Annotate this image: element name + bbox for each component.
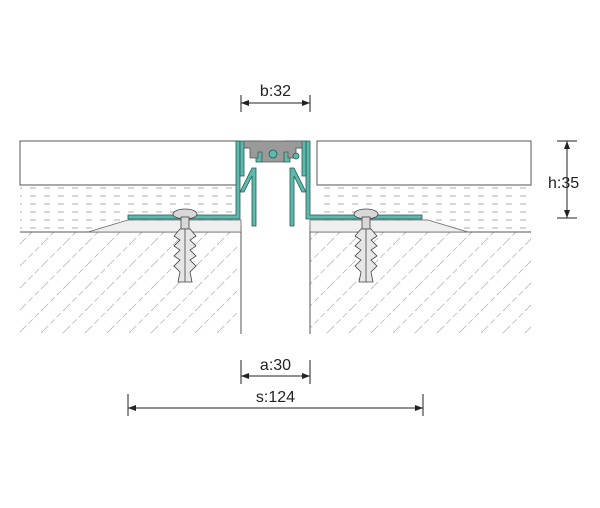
right-concrete-layer <box>310 232 531 334</box>
screw-anchor-icon <box>172 208 198 283</box>
right-substrate <box>310 140 532 334</box>
dimension-h-label: h:35 <box>548 175 579 192</box>
dimension-a-label: a:30 <box>260 357 291 374</box>
dimension-h: h:35 <box>548 140 579 219</box>
joint-insert <box>243 140 303 163</box>
dimension-s: s:124 <box>127 389 424 416</box>
dimension-b-label: b:32 <box>260 83 291 100</box>
left-tile-layer <box>19 140 240 186</box>
right-tile-layer <box>316 140 532 186</box>
dimension-s-label: s:124 <box>256 389 295 406</box>
screw-anchor-icon <box>353 208 379 283</box>
dimension-a: a:30 <box>240 357 311 384</box>
dimension-b: b:32 <box>240 83 311 112</box>
left-concrete-layer <box>20 232 239 334</box>
left-substrate <box>19 140 241 334</box>
right-mortar-bed <box>309 219 469 233</box>
